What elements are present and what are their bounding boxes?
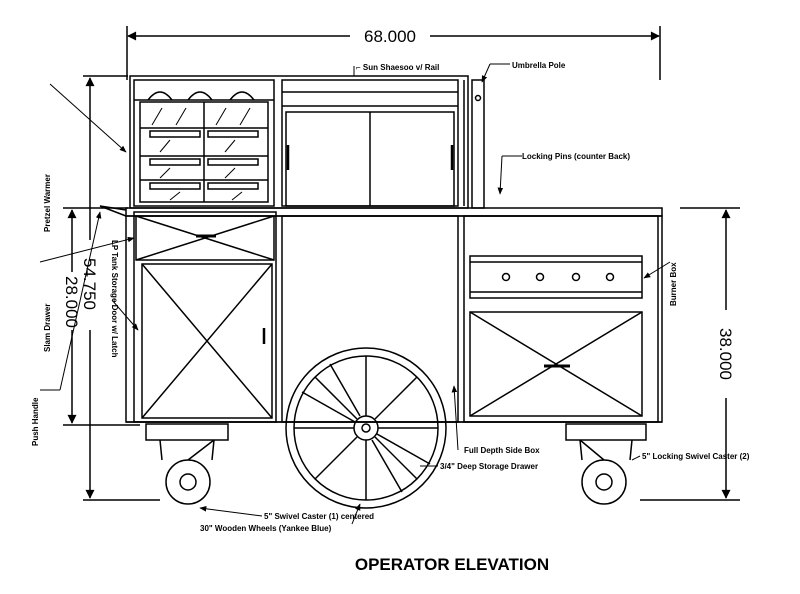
callout-lp-tank: LP Tank Storage Door w/ Latch xyxy=(110,240,119,358)
callout-sun-shroud: ⌐ Sun Shaesoo v/ Rail xyxy=(356,63,439,72)
overall-height-label: 54.750 xyxy=(80,258,99,310)
wooden-wheel xyxy=(285,347,447,509)
counter-height-right-label: 38.000 xyxy=(716,328,735,380)
leader-lines xyxy=(39,63,671,525)
callout-umbrella-pole: Umbrella Pole xyxy=(512,61,566,70)
callout-locking-pins: Locking Pins (counter Back) xyxy=(522,152,630,161)
dimension-counter-height-right xyxy=(640,207,740,501)
callout-full-depth-side-box: Full Depth Side Box xyxy=(464,446,540,455)
callout-wooden-wheels: 30" Wooden Wheels (Yankee Blue) xyxy=(200,524,332,533)
callout-pretzel-warmer: Pretzel Warmer xyxy=(43,174,52,232)
lower-cabinet xyxy=(125,211,663,423)
counter-height-left-label: 28.000 xyxy=(62,276,81,328)
callout-burner-box: Burner Box xyxy=(669,262,678,306)
drawing-title: OPERATOR ELEVATION xyxy=(355,555,549,574)
callout-locking-swivel-caster: 5" Locking Swivel Caster (2) xyxy=(642,452,750,461)
left-swivel-caster xyxy=(145,423,229,505)
right-locking-caster xyxy=(565,423,647,505)
upper-cabinet xyxy=(129,75,485,209)
dimension-overall-width xyxy=(126,26,661,80)
callout-swivel-caster-centered: 5" Swivel Caster (1) centered xyxy=(264,512,374,521)
overall-width-label: 68.000 xyxy=(364,27,416,46)
callout-push-handle: Push Handle xyxy=(31,397,40,446)
dimension-overall-height xyxy=(83,75,160,501)
callout-deep-storage-drawer: 3/4" Deep Storage Drawer xyxy=(440,462,538,471)
callout-slam-drawer: Slam Drawer xyxy=(43,304,52,352)
counter-top xyxy=(99,205,663,217)
